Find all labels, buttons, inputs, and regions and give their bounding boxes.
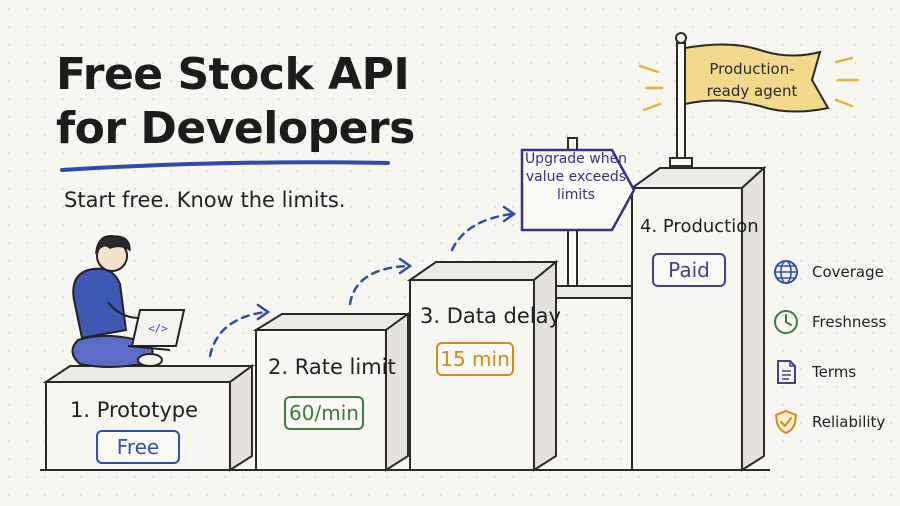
step-4-badge: Paid [652,253,726,287]
step-4-label: 4. Production [640,216,759,237]
document-icon [777,360,796,384]
step-3-badge: 15 min [436,342,514,376]
sign-board [520,148,636,232]
laptop-code-symbol: </> [148,322,168,335]
flag-text: Production-ready agent [706,60,798,100]
title-line-2: for Developers [56,103,415,154]
page-subtitle: Start free. Know the limits. [64,188,346,212]
step-1-badge: Free [96,430,180,464]
title-line-1: Free Stock API [56,49,410,100]
arrowhead-2 [398,257,413,275]
legend-item-freshness: Freshness [772,306,886,338]
landing-block [555,285,633,299]
arrow-2-3 [348,264,410,306]
legend-label-terms: Terms [812,363,857,381]
step-1-label: 1. Prototype [70,398,199,422]
legend-label-freshness: Freshness [812,313,887,331]
legend-label-coverage: Coverage [812,263,884,281]
globe-icon [774,260,798,284]
page-title: Free Stock API for Developers [56,48,416,156]
flag-assembly [638,32,860,167]
arrowhead-1 [256,303,271,321]
step-3-label: 3. Data delay [420,304,561,328]
laptop [130,309,186,347]
arrow-3-4 [450,212,514,252]
production-flag [684,43,830,113]
arrowhead-3 [502,205,517,223]
clock-icon [774,310,798,334]
developer-figure [71,235,186,368]
legend-item-coverage: Coverage [772,256,884,288]
title-underline [60,160,390,172]
shield-check-icon [774,409,798,435]
legend-item-reliability: Reliability [772,406,885,438]
step-4-block [628,165,767,472]
legend-item-terms: Terms [772,356,856,388]
arrow-1-2 [208,310,268,358]
step-2-badge: 60/min [284,396,364,430]
step-2-block [252,312,412,472]
step-2-label: 2. Rate limit [268,355,396,379]
sign-text: Upgrade when value exceeds limits [524,151,628,203]
signpost [520,137,636,287]
legend-label-reliability: Reliability [812,413,886,431]
